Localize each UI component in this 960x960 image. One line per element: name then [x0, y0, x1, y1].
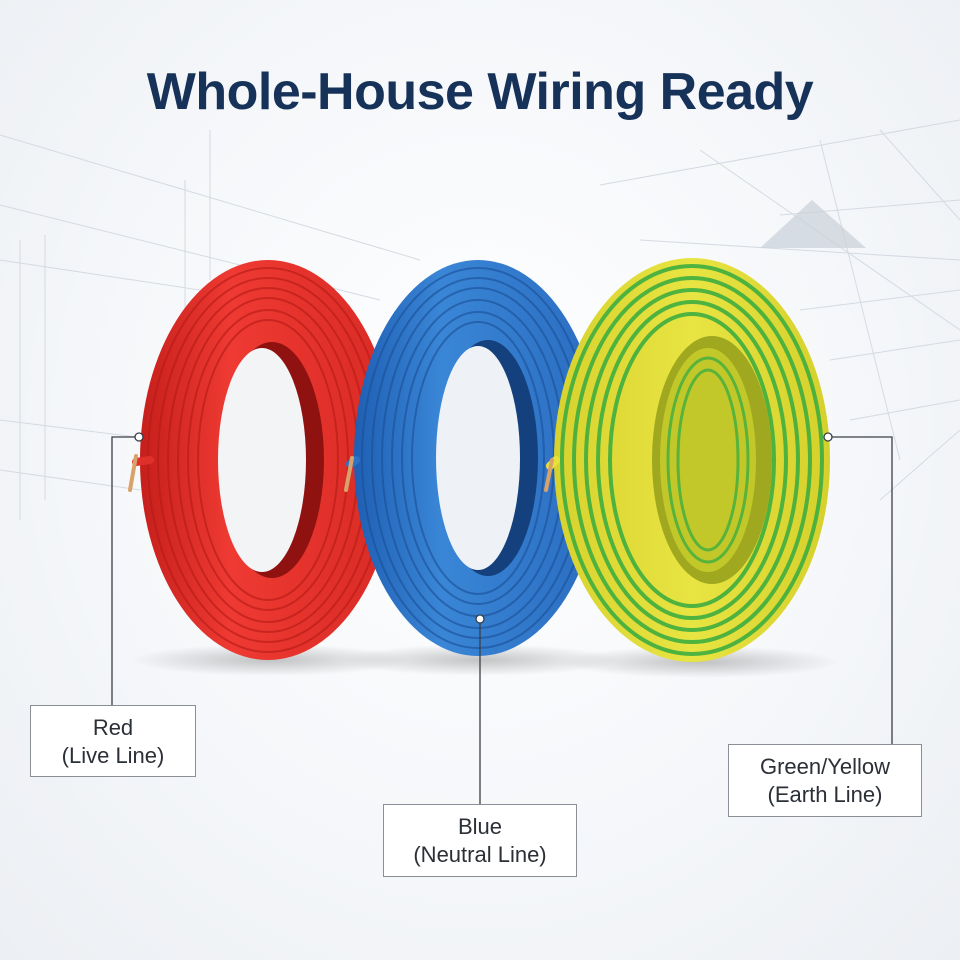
page-title: Whole-House Wiring Ready	[146, 63, 814, 121]
label-role: (Earth Line)	[767, 782, 883, 807]
red-wire-coil	[128, 260, 396, 660]
label-color-name: Green/Yellow	[759, 754, 891, 779]
label-color-name: Red	[92, 715, 134, 740]
green-yellow-wire-coil	[544, 258, 830, 662]
label-role: (Live Line)	[61, 743, 165, 768]
label-role: (Neutral Line)	[413, 842, 547, 867]
blue-neutral-line-label: Blue (Neutral Line)	[383, 804, 577, 877]
blue-wire-coil	[344, 260, 602, 656]
red-live-line-label: Red (Live Line)	[30, 705, 196, 777]
green-yellow-earth-line-label: Green/Yellow (Earth Line)	[728, 744, 922, 817]
label-color-name: Blue	[457, 814, 503, 839]
